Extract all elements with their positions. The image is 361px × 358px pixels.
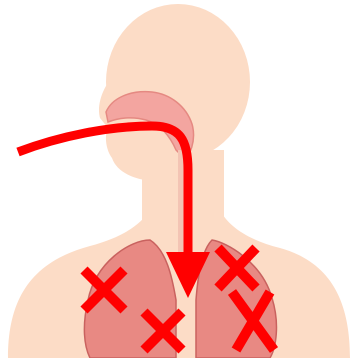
respiratory-diagram	[0, 0, 361, 358]
